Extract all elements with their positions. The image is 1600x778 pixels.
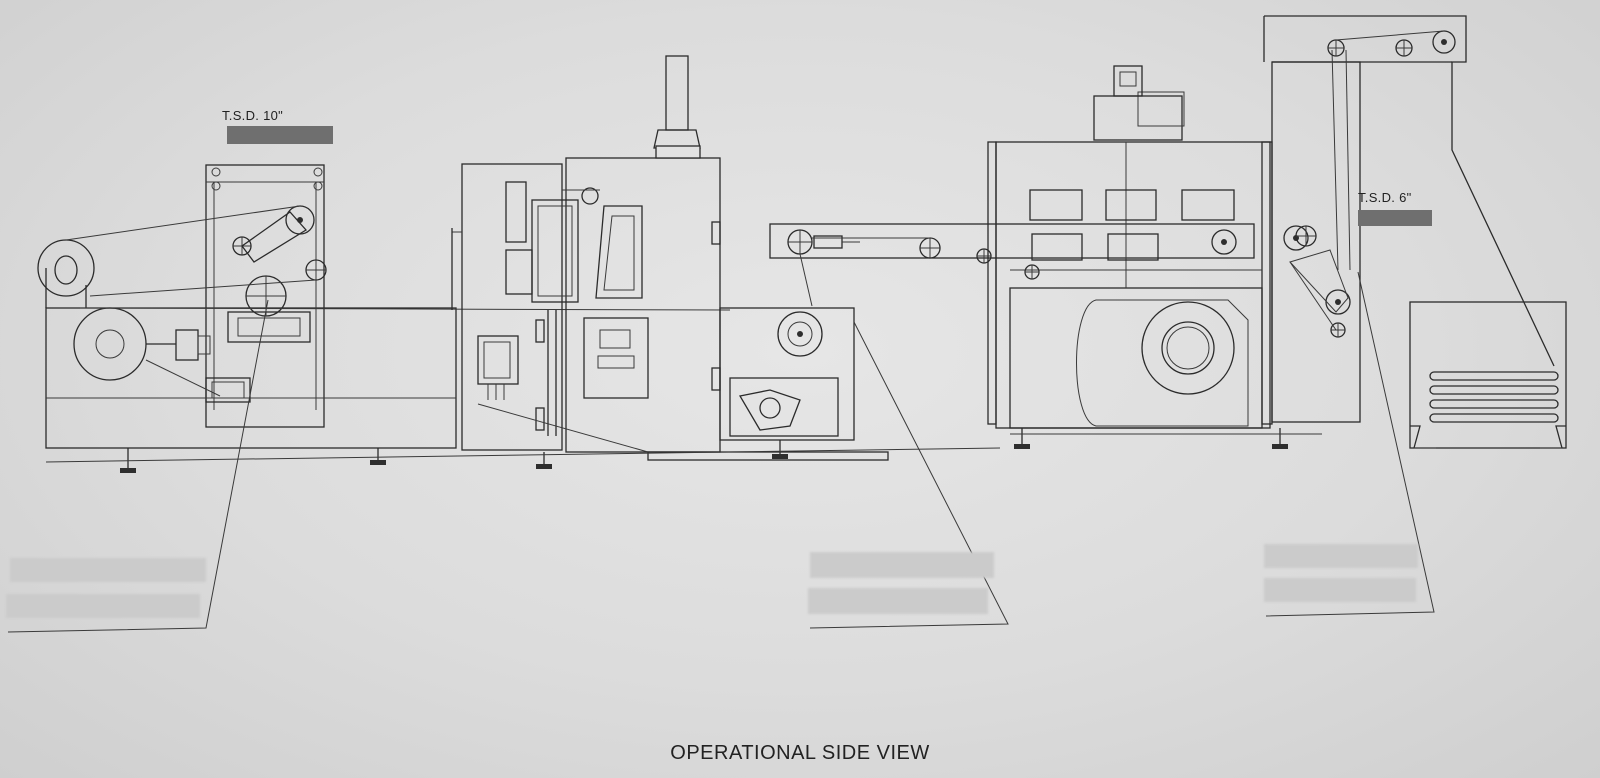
- print-section: [451, 55, 721, 469]
- label-tsd-10: T.S.D. 10": [222, 108, 284, 123]
- processing-section: [45, 65, 1322, 463]
- redaction-block: [1358, 210, 1432, 226]
- redaction-block: [1264, 544, 1418, 568]
- diagram-title: OPERATIONAL SIDE VIEW: [670, 742, 930, 764]
- redaction-block: [227, 126, 333, 144]
- redaction-block: [808, 588, 988, 614]
- label-tsd-6: T.S.D. 6": [1358, 190, 1412, 205]
- unwind-section: [7, 164, 731, 633]
- redaction-block: [810, 552, 994, 578]
- redaction-block: [1264, 578, 1416, 602]
- rewind-section: [1263, 15, 1567, 617]
- redaction-block: [6, 594, 200, 618]
- conveyor-section: [647, 223, 1255, 629]
- unwind-reel-large: [73, 307, 147, 381]
- redaction-block: [10, 558, 206, 582]
